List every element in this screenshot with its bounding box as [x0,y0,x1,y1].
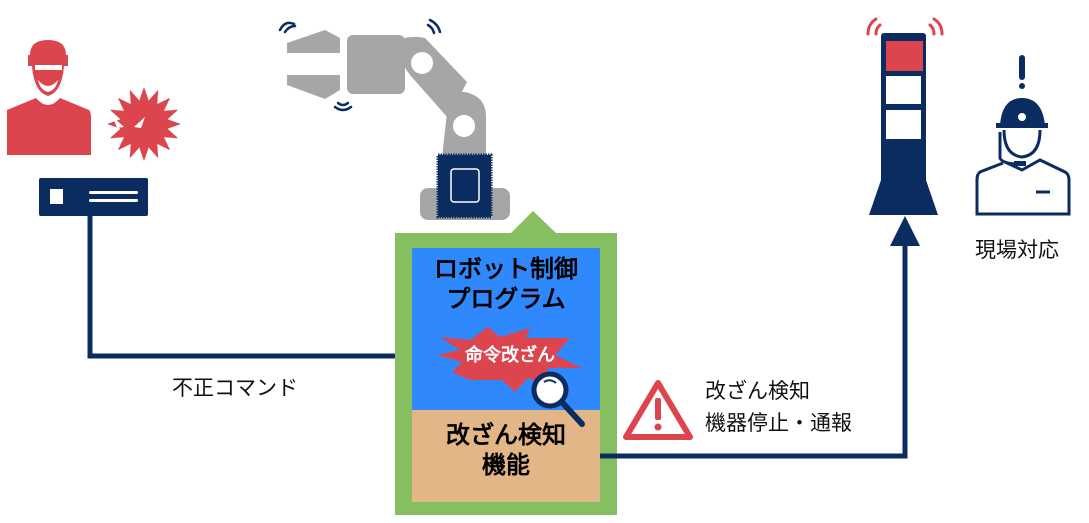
onsite-response-label: 現場対応 [975,238,1059,262]
cpu-chip-icon [436,153,493,219]
signal-tower-icon [866,17,944,215]
alert-label-line1: 改ざん検知 [705,379,810,403]
illegal-command-label: 不正コマンド [172,376,298,400]
hacker-icon [7,40,91,155]
virus-icon [107,87,181,161]
program-title-line2: プログラム [446,285,566,313]
magnifier-icon [531,371,585,427]
server-icon [39,178,148,216]
pointer-triangle [511,211,556,233]
tamper-label: 命令改ざん [465,345,555,366]
worker-icon [975,55,1071,216]
alert-arrowhead [890,216,920,246]
detection-title-line2: 機能 [482,451,530,479]
warning-icon [623,380,693,440]
signal-waves-icon [278,18,442,112]
command-line [87,216,400,359]
alert-label-line2: 機器停止・通報 [705,411,852,435]
alert-line [600,245,908,459]
program-title-line1: ロボット制御 [434,255,578,283]
detection-title-line1: 改ざん検知 [446,421,566,449]
detection-panel [412,410,600,502]
